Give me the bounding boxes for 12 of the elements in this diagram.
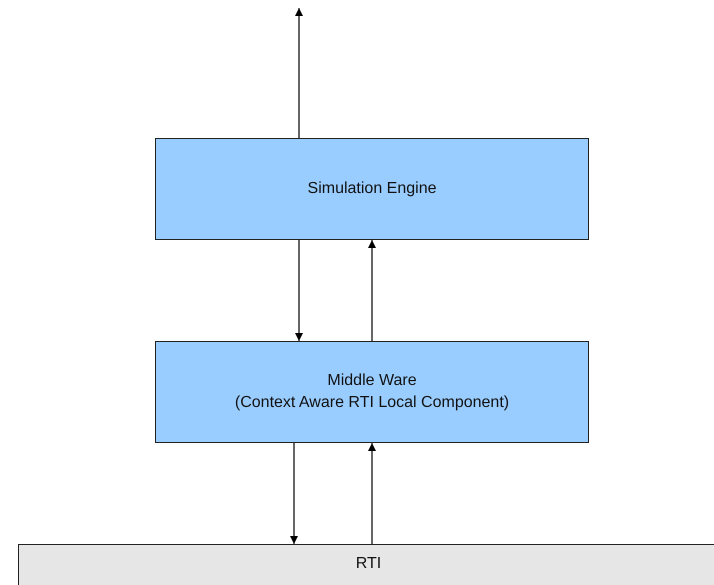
box-title: Middle Ware (327, 371, 417, 391)
process-box (155, 138, 589, 240)
arrow (368, 240, 376, 341)
arrow (295, 240, 303, 341)
box-subtitle: (Context Aware RTI Local Component) (234, 393, 510, 413)
arrow (295, 8, 303, 138)
arrow (368, 443, 376, 544)
box-title: Simulation Engine (308, 179, 436, 199)
box-title: RTI (356, 554, 382, 574)
base-layer-bar (18, 544, 714, 585)
process-box (155, 341, 589, 443)
arrow (290, 443, 298, 544)
